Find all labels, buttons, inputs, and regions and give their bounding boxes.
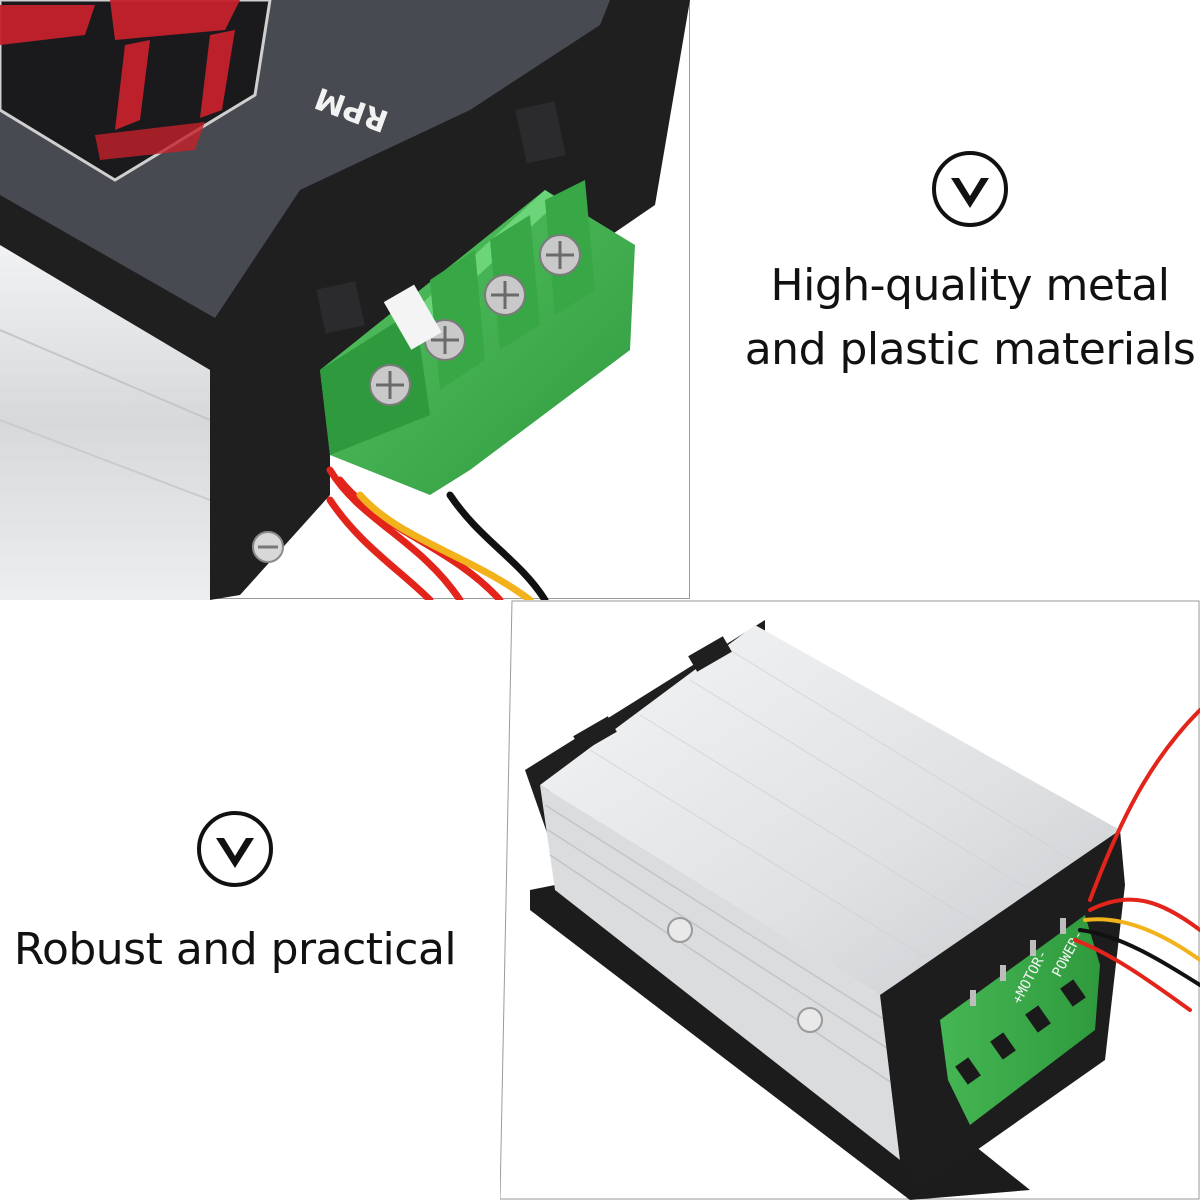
feature-text: High-quality metal and plastic materials: [744, 260, 1196, 375]
heatsink-top: [540, 625, 1120, 995]
retention-clip: [316, 281, 365, 334]
wires: [1073, 708, 1200, 1012]
product-photo-bottom: +MOTOR- POWER-: [500, 600, 1200, 1200]
product-photo-top: RPM: [0, 0, 690, 600]
wires: [326, 466, 549, 600]
retention-clip: [515, 101, 566, 164]
chevron-down-circle-icon: [932, 151, 1008, 227]
terminal-block: +MOTOR- POWER-: [940, 915, 1100, 1125]
side-screw: [797, 1007, 823, 1033]
heatsink-side: [540, 785, 900, 1160]
terminal-block: [320, 180, 635, 495]
led-digits: [0, 0, 240, 160]
side-screw: [667, 917, 693, 943]
feature-text: Robust and practical: [13, 924, 457, 975]
feature-robust: Robust and practical: [0, 810, 470, 982]
feature-materials: High-quality metal and plastic materials: [740, 150, 1200, 382]
aluminium-body: [0, 245, 210, 600]
chevron-down-circle-icon: [197, 811, 273, 887]
